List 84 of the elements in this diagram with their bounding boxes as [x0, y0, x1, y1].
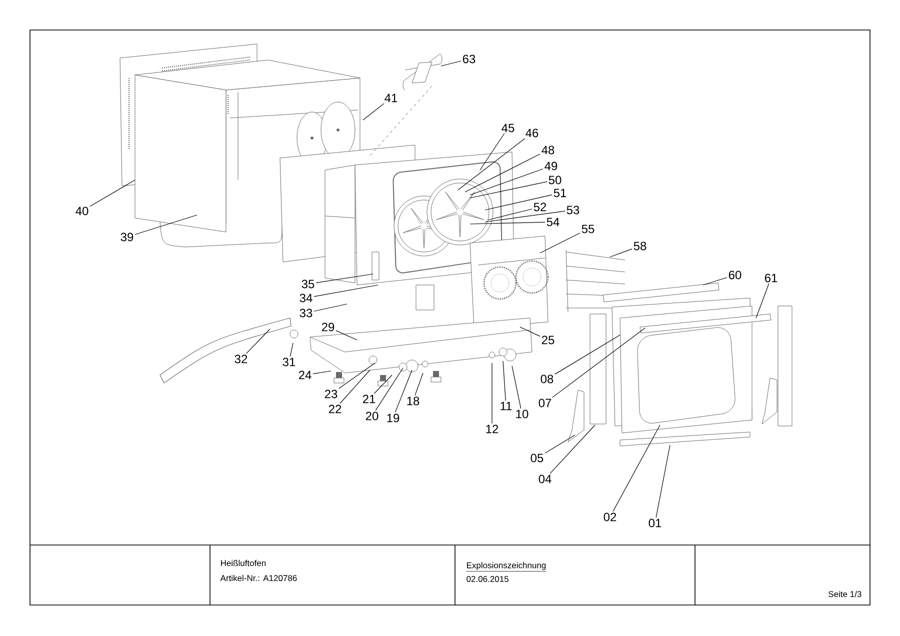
leader-line: [440, 60, 462, 66]
callout-number: 02: [604, 512, 616, 522]
leader-line: [314, 304, 348, 312]
leader-line: [756, 283, 770, 318]
leader-line: [90, 180, 136, 207]
callout-number: 45: [502, 124, 514, 132]
leader-line: [488, 208, 532, 220]
leader-line: [612, 424, 660, 512]
leader-line: [470, 168, 544, 196]
callout-number: 08: [540, 374, 554, 384]
callout-number: 32: [234, 354, 248, 364]
leader-line: [470, 181, 548, 198]
callout-number: 61: [764, 274, 778, 282]
title-block-text: Heißluftofen: [221, 560, 266, 566]
callout-number: 52: [534, 202, 546, 212]
leader-line: [512, 366, 522, 409]
callout-number: 25: [542, 336, 554, 344]
callout-number: 22: [328, 404, 342, 414]
leader-line: [520, 326, 540, 337]
callout-number: 55: [582, 224, 594, 234]
leader-line: [134, 214, 198, 235]
callout-number: 54: [546, 218, 560, 226]
callout-number: 07: [538, 398, 552, 408]
callout-number: 40: [76, 206, 88, 216]
callout-number: 33: [300, 308, 312, 318]
callout-number: 24: [298, 370, 312, 380]
callout-number: 63: [462, 54, 476, 64]
callout-number: 39: [120, 232, 134, 242]
callout-number: 11: [500, 402, 512, 410]
callout-number: 05: [530, 454, 544, 462]
callout-number: 53: [566, 206, 580, 214]
leader-line: [656, 444, 670, 518]
callout-number: 20: [366, 412, 378, 420]
title-block-text: Seite 1/3: [828, 590, 862, 598]
callout-number: 01: [648, 518, 662, 528]
leader-line: [338, 362, 376, 389]
leader-line: [544, 434, 576, 454]
leader-line: [362, 103, 384, 120]
leader-line: [394, 370, 412, 413]
callout-number: 04: [538, 474, 552, 484]
leader-line: [290, 342, 294, 357]
leader-line: [610, 248, 632, 258]
title-block-text: Explosionszeichnung: [466, 562, 546, 572]
leader-line: [458, 138, 526, 190]
callout-number: 35: [302, 280, 314, 288]
leader-line: [554, 334, 620, 374]
leader-line: [314, 284, 378, 297]
leader-line: [316, 274, 374, 284]
callout-number: 12: [486, 424, 498, 434]
leader-line: [484, 194, 552, 210]
leader-line: [414, 372, 424, 396]
callout-number: 48: [542, 146, 554, 154]
title-block-text: 02.06.2015: [466, 576, 508, 582]
leader-line: [246, 328, 270, 354]
leader-line: [552, 328, 646, 398]
leader-line: [502, 360, 506, 401]
callout-number: 19: [387, 414, 400, 422]
leader-line: [374, 374, 392, 394]
leader-line: [480, 133, 505, 170]
leader-line: [312, 370, 332, 374]
callout-number: 31: [282, 358, 296, 366]
leader-line: [470, 222, 546, 224]
callout-number: 58: [634, 242, 646, 250]
leader-line: [484, 210, 566, 222]
callout-number: 50: [548, 176, 562, 184]
callout-number: 60: [728, 270, 742, 280]
leader-line: [340, 370, 370, 404]
callout-number: 29: [322, 322, 334, 332]
leader-line: [336, 330, 358, 340]
callout-number: 18: [407, 396, 420, 406]
leader-line: [550, 424, 596, 474]
leader-line: [540, 232, 580, 254]
callout-number: 41: [384, 94, 398, 102]
leader-line: [375, 368, 404, 411]
callout-number: 34: [300, 294, 312, 302]
title-block-text: Artikel-Nr.: A120786: [220, 574, 297, 582]
callout-number: 21: [362, 394, 376, 404]
callout-number: 23: [324, 390, 338, 398]
callout-number: 46: [526, 128, 538, 138]
leader-line: [464, 154, 540, 192]
callout-number: 10: [516, 410, 528, 418]
callout-number: 49: [544, 162, 558, 170]
callout-number: 51: [554, 188, 566, 198]
leader-line: [702, 277, 728, 286]
